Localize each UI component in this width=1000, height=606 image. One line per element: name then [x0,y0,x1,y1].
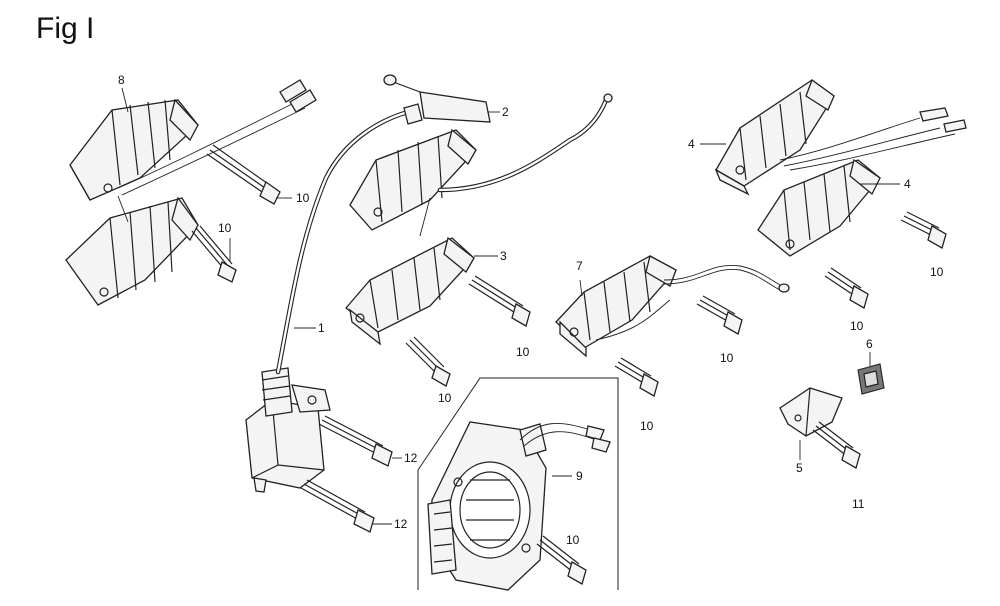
figure-title: Fig I [36,12,95,45]
high-tension-lead [275,109,411,375]
exciter-coil-8-lower[interactable] [65,196,199,306]
callout-8: 8 [118,73,125,87]
callout-3: 3 [500,249,507,263]
grommet-6[interactable] [857,363,885,395]
callout-11: 11 [852,497,865,511]
callout-10-c: 10 [516,345,530,359]
bolt-10-g[interactable] [900,211,947,249]
bolt-10-d[interactable] [405,336,451,387]
exciter-coil-4-lower[interactable] [757,158,881,257]
inset-box-9 [417,377,619,590]
callout-10-e: 10 [720,351,734,365]
bolt-10-b[interactable] [191,225,237,283]
callout-10-f: 10 [640,419,654,433]
pulser-base-9[interactable] [427,421,547,591]
bolt-11[interactable] [812,421,861,469]
bracket-5[interactable] [779,387,843,437]
coil-wires-middle [419,93,613,237]
bolt-10-i[interactable] [536,535,587,585]
exciter-coil-3[interactable] [345,236,475,346]
coil-8-wires [117,79,317,223]
callout-6: 6 [866,337,873,351]
bolt-10-e[interactable] [696,295,743,335]
callout-12-b: 12 [394,517,408,531]
callout-9: 9 [576,469,583,483]
exciter-coil-upper-middle[interactable] [349,128,477,231]
callout-2: 2 [502,105,509,119]
coil-7-wire [595,264,790,341]
callout-7: 7 [576,259,583,273]
callout-10-g: 10 [930,265,944,279]
bolt-12-a[interactable] [318,415,393,467]
pulser-wires [519,423,611,453]
callout-labels: 8 2 3 4 4 7 1 9 6 5 11 10 10 10 10 10 10… [118,73,944,547]
ignition-coil-1[interactable] [245,367,331,493]
exciter-coil-4-upper[interactable] [714,78,835,196]
callout-4-lower: 4 [904,177,911,191]
plug-cap-2[interactable] [383,74,491,125]
callout-10-i: 10 [566,533,580,547]
callout-4-upper: 4 [688,137,695,151]
exciter-coil-8[interactable] [69,98,199,201]
exciter-coil-7[interactable] [555,255,678,358]
callout-5: 5 [796,461,803,475]
bolt-10-f[interactable] [614,357,659,397]
callout-10-a: 10 [296,191,310,205]
callout-10-h: 10 [850,319,864,333]
bolt-10-a[interactable] [206,144,281,205]
callout-10-d: 10 [438,391,452,405]
bolt-10-h[interactable] [824,267,869,309]
bolt-10-c[interactable] [468,275,531,327]
leader-lines [121,87,900,525]
callout-10-b: 10 [218,221,232,235]
callout-12-a: 12 [404,451,418,465]
coil-4-wires [779,107,967,171]
bolt-12-b[interactable] [300,479,375,533]
callout-1: 1 [318,321,325,335]
